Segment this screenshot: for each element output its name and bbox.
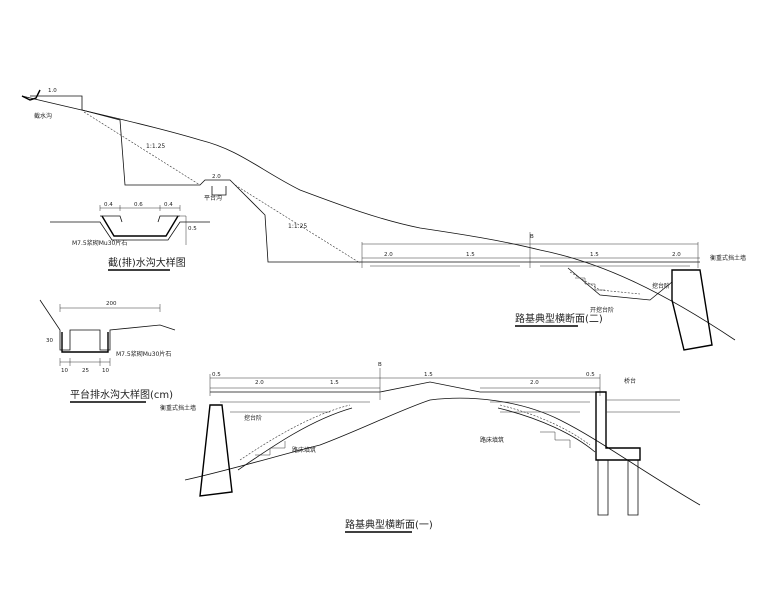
dim-ditch-depth: 0.5 [188, 226, 197, 232]
annotations: 路基典型横断面(二) 路基典型横断面(一) 截(排)水沟大样图 平台排水沟大样图… [34, 88, 746, 533]
dim-platform-b: 25 [82, 368, 89, 374]
abutment-label: 桥台 [624, 377, 636, 385]
platform-label: 平台沟 [204, 194, 222, 202]
dim-road-w-upper: B [530, 234, 534, 240]
lower-cross-section [184, 368, 701, 516]
platform-ditch-detail [39, 299, 176, 366]
ditch-detail [50, 205, 210, 245]
dim-road-c-upper: 1.5 [590, 252, 599, 258]
dim-platform-h: 30 [46, 338, 53, 344]
dim-platform-width: 2.0 [212, 174, 221, 180]
wall-label-upper: 衡重式挡土墙 [710, 254, 746, 262]
dim-road-a-upper: 2.0 [384, 252, 393, 258]
dim-road-e-lower: 0.5 [212, 372, 221, 378]
ditch-material: M7.5浆砌Mu30片石 [72, 239, 127, 247]
slope-label-1: 1:1.25 [146, 143, 165, 150]
dim-road-c-lower: 1.5 [424, 372, 433, 378]
dim-road-d-upper: 2.0 [672, 252, 681, 258]
excavation-note: 开挖台阶 [590, 306, 614, 314]
dim-road-b-upper: 1.5 [466, 252, 475, 258]
dim-platform-total: 200 [106, 301, 117, 307]
dim-road-d-lower: 2.0 [530, 380, 539, 386]
dim-road-a-lower: 2.0 [255, 380, 264, 386]
dim-road-w-lower: B [378, 362, 382, 368]
step-note-1: 挖台阶 [652, 282, 670, 290]
dim-platform-c: 10 [102, 368, 109, 374]
dim-platform-a: 10 [61, 368, 68, 374]
upper-cross-section [21, 89, 736, 351]
dim-ditch-w3: 0.4 [164, 202, 173, 208]
slope-label-2: 1:1.25 [288, 223, 307, 230]
title-platform-ditch: 平台排水沟大样图(cm) [70, 388, 173, 401]
dim-road-f-lower: 0.5 [586, 372, 595, 378]
title-section-2: 路基典型横断面(二) [515, 312, 603, 325]
step-note-2: 挖台阶 [244, 414, 262, 422]
wall-label-lower: 衡重式挡土墙 [160, 404, 196, 412]
fill-note-1: 路床填筑 [292, 446, 316, 454]
dim-top-width: 1.0 [48, 88, 57, 94]
platform-material: M7.5浆砌Mu30片石 [116, 350, 171, 358]
fill-note-2: 路床填筑 [480, 436, 504, 444]
title-ditch-detail: 截(排)水沟大样图 [108, 256, 186, 269]
dim-ditch-w1: 0.4 [104, 202, 113, 208]
dim-ditch-w2: 0.6 [134, 202, 143, 208]
title-section-1: 路基典型横断面(一) [345, 518, 433, 531]
ditch-label: 截水沟 [34, 112, 52, 120]
dim-road-b-lower: 1.5 [330, 380, 339, 386]
